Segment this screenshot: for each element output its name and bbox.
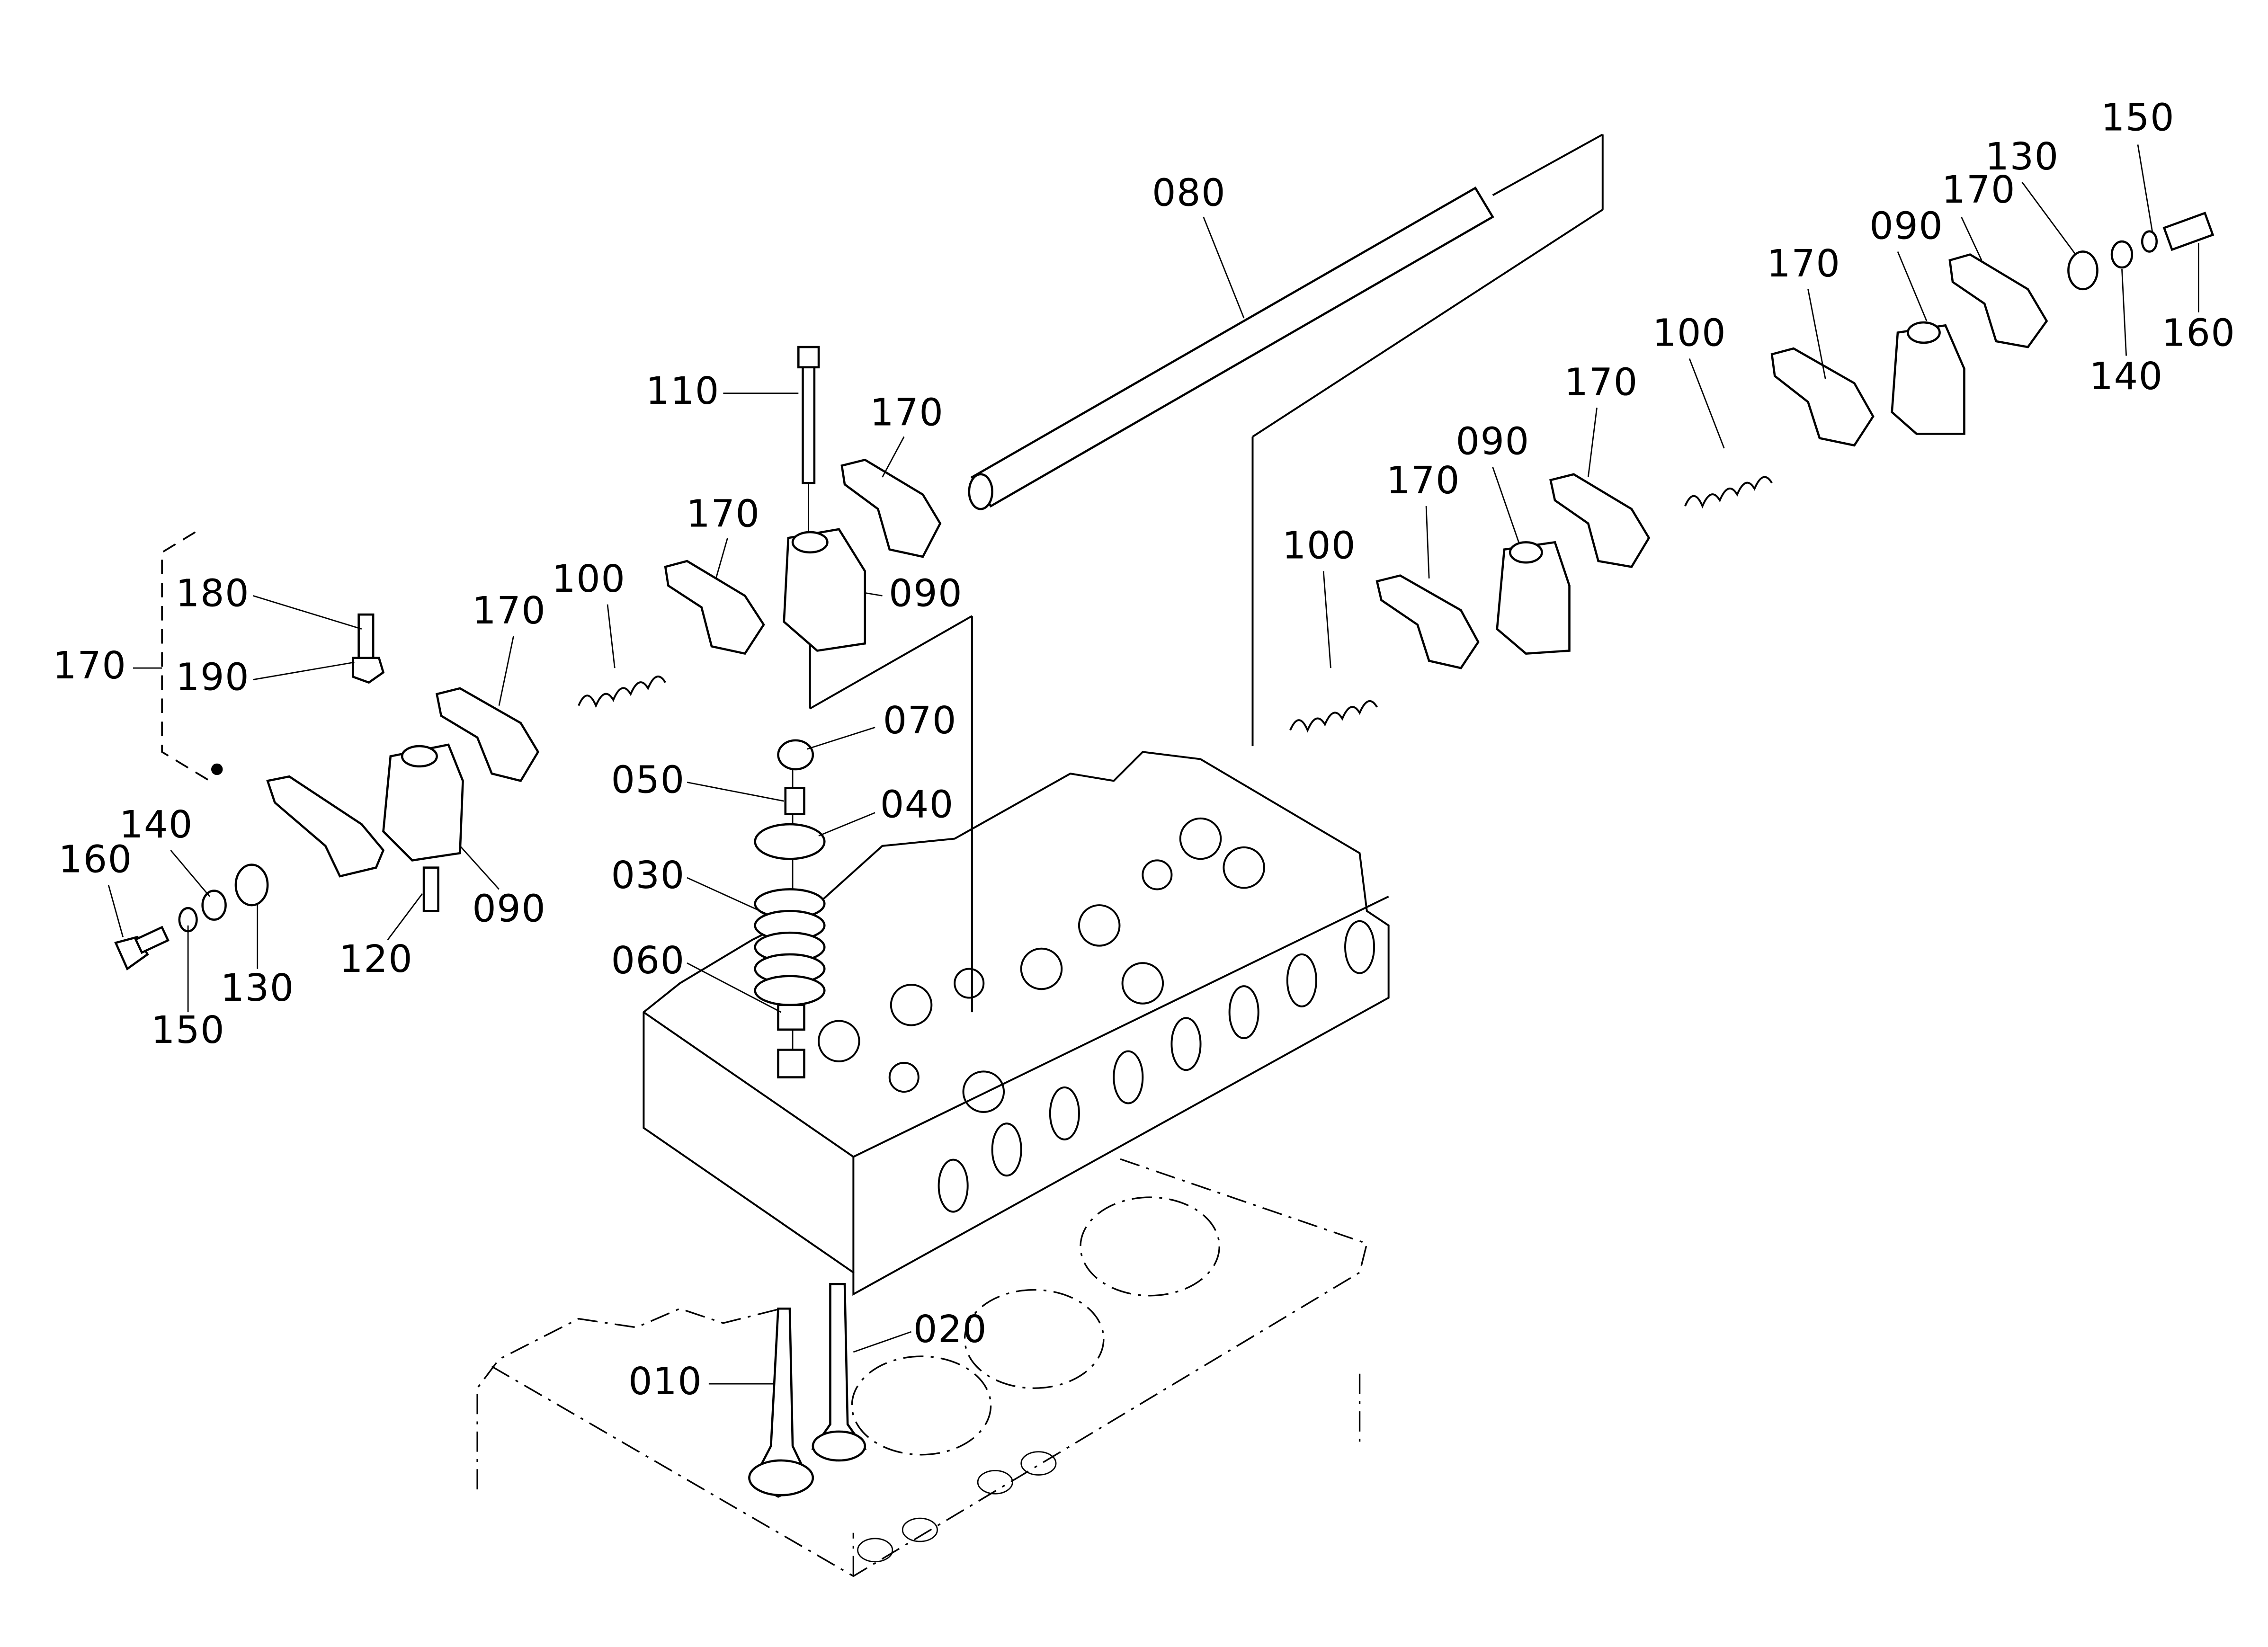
callout-140-right: 140 [2089, 354, 2163, 398]
rocker-springs [578, 476, 1773, 733]
callout-170-right-2: 170 [1767, 241, 1840, 285]
valve-stack [754, 739, 826, 1078]
callout-190: 190 [176, 655, 250, 699]
rocker-shaft [809, 134, 1604, 1013]
exhaust-valve [811, 1283, 867, 1462]
rocker-arms [266, 253, 2048, 878]
rocker-brackets [382, 321, 1965, 862]
callout-080: 080 [1152, 170, 1226, 214]
callout-150-right: 150 [2101, 95, 2175, 139]
callout-030: 030 [611, 853, 685, 897]
callout-090-left: 090 [472, 886, 546, 930]
callout-180: 180 [176, 571, 250, 615]
callout-100-right-1: 100 [1652, 311, 1726, 355]
intake-valve [748, 1307, 814, 1498]
callout-160-left: 160 [59, 837, 133, 881]
valve-spring [754, 888, 826, 1006]
callout-010: 010 [628, 1359, 702, 1403]
valve-cap [777, 739, 814, 771]
cylinder-block [476, 1156, 1368, 1577]
callout-150-left: 150 [151, 1008, 225, 1052]
callout-060: 060 [611, 938, 685, 982]
callout-070: 070 [883, 698, 957, 742]
callout-020: 020 [913, 1307, 987, 1351]
callout-labels: 080 110 170 170 090 180 170 190 170 100 … [53, 95, 2235, 1403]
callout-050: 050 [611, 757, 685, 801]
leader-lines [107, 144, 2199, 1385]
callout-170-right-3: 170 [1564, 360, 1638, 404]
callout-170-right-end: 170 [1942, 168, 2016, 212]
long-bolt [797, 346, 820, 533]
callout-160-right: 160 [2161, 311, 2235, 355]
callout-100-right-2: 100 [1282, 524, 1356, 568]
spring-retainer [754, 823, 826, 860]
collet [784, 787, 805, 815]
callout-170-group: 170 [53, 643, 126, 687]
callout-090-right-mid: 090 [1456, 419, 1530, 463]
callout-170-mid-2: 170 [686, 491, 760, 535]
callout-100-mid: 100 [552, 557, 625, 601]
callout-170-right-4: 170 [1386, 458, 1460, 502]
callout-120: 120 [339, 937, 413, 981]
callout-170-left: 170 [472, 588, 546, 632]
assembly-group-bracket [161, 531, 210, 782]
stem-seal [777, 1004, 805, 1031]
left-end-fasteners [114, 613, 439, 970]
callout-130-right: 130 [1985, 134, 2059, 178]
callout-170-mid-1: 170 [870, 391, 944, 435]
callout-110: 110 [646, 369, 720, 413]
callout-140-left: 140 [119, 802, 193, 846]
callout-090-mid: 090 [889, 571, 963, 615]
callout-090-right-end: 090 [1869, 204, 1943, 248]
right-end-fasteners [2067, 212, 2214, 291]
callout-040: 040 [880, 782, 954, 826]
callout-130-left: 130 [221, 966, 295, 1010]
